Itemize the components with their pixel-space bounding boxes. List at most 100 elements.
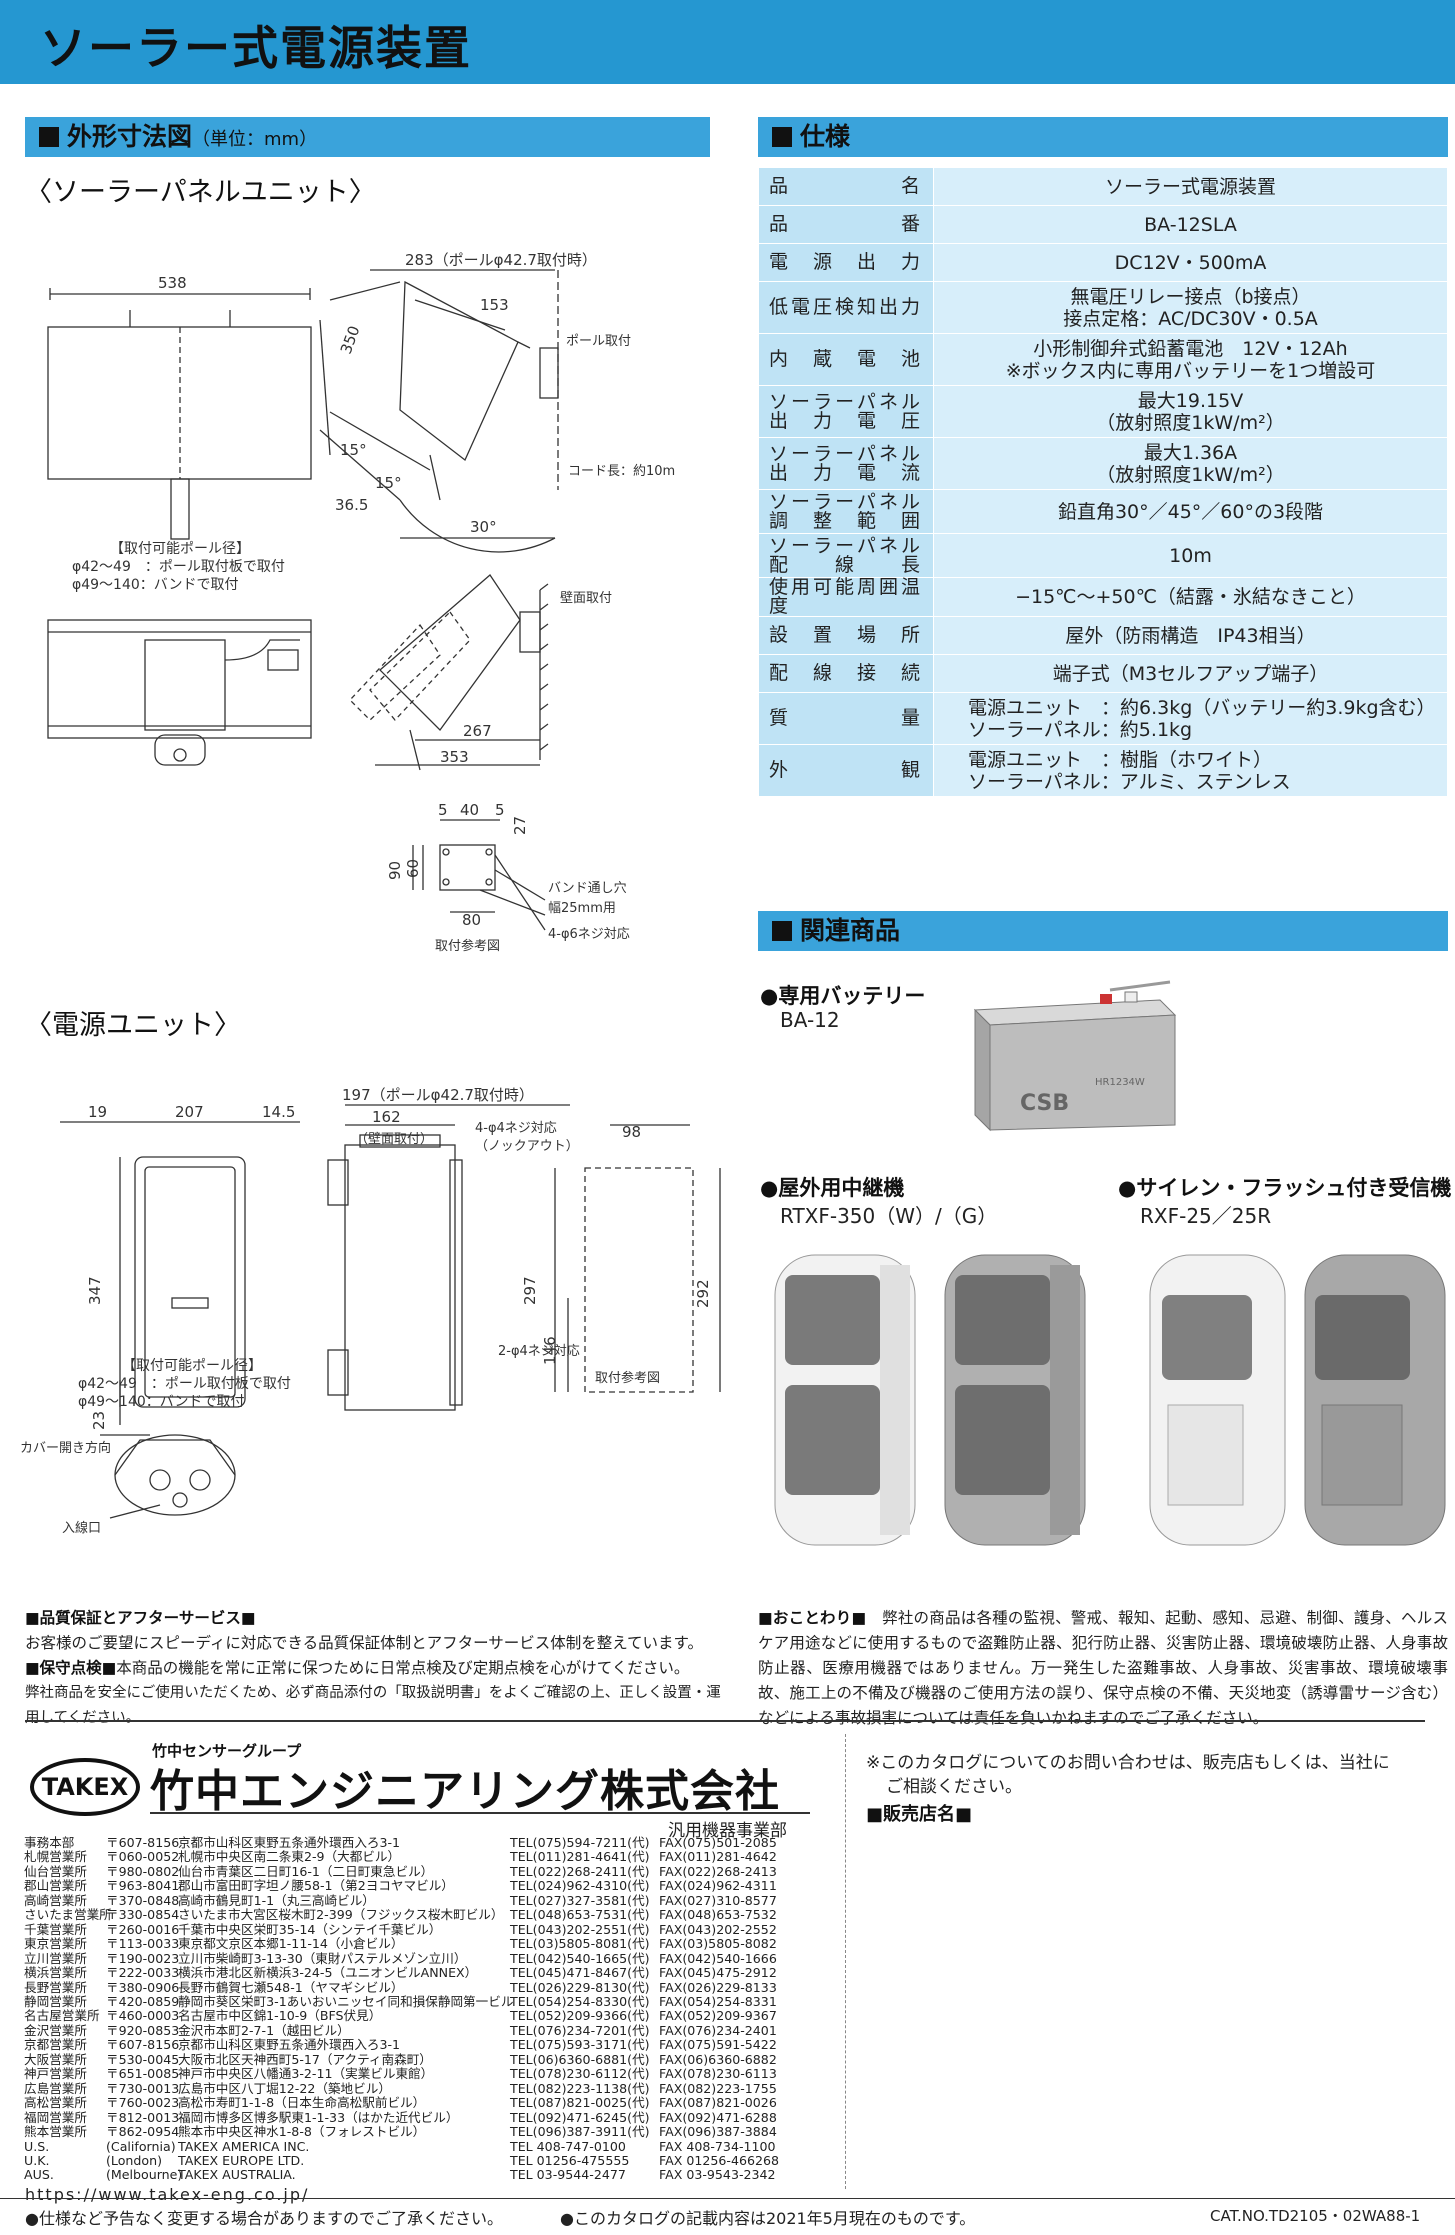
spec-key: 電源出力 — [758, 243, 934, 282]
branch-cell: 高崎市鶴見町1-1（丸三高崎ビル） — [178, 1892, 375, 1908]
branch-cell: FAX(076)234-2401 — [659, 2022, 777, 2038]
spec-key: ソーラーパネル出力電流 — [758, 437, 934, 490]
branch-cell: 高松市寿町1-1-8（日本生命高松駅前ビル） — [178, 2095, 426, 2111]
branch-cell: 千葉市中央区栄町35-14（シンテイ千葉ビル） — [178, 1921, 442, 1937]
related-header: 関連商品 — [758, 911, 1448, 951]
spec-value: 電源ユニット ：樹脂（ホワイト）ソーラーパネル：アルミ、ステンレス — [933, 744, 1448, 797]
spec-row: 配線接続端子式（M3セルフアップ端子） — [758, 654, 1448, 693]
branch-cell: 広島営業所 — [24, 2080, 87, 2096]
inquiry-line2: ご相談ください。 — [886, 1777, 1022, 1797]
branch-cell: TEL(011)281-4641(代) — [510, 1849, 650, 1865]
dim-207: 207 — [175, 1103, 204, 1121]
company-url[interactable]: https://www.takex-eng.co.jp/ — [25, 2185, 310, 2204]
power-unit-heading: 〈電源ユニット〉 — [25, 1010, 241, 1041]
spec-row: 品 名ソーラー式電源装置 — [758, 167, 1448, 206]
dim-153: 153 — [480, 296, 509, 314]
spec-key: 低電圧検知出力 — [758, 281, 934, 334]
spec-value: 最大19.15V（放射照度1kW/m²） — [933, 385, 1448, 438]
spec-key: ソーラーパネル出力電圧 — [758, 385, 934, 438]
branch-cell: 〒920-0853 — [106, 2022, 180, 2038]
spec-key: 設置場所 — [758, 616, 934, 655]
spec-key: 配線接続 — [758, 654, 934, 693]
spec-value-line: （放射照度1kW/m²） — [1096, 463, 1285, 486]
dim-b80: 80 — [462, 911, 481, 929]
dim-162: 162 — [372, 1108, 401, 1126]
branch-cell: 郡山営業所 — [24, 1878, 87, 1894]
branch-cell: 京都営業所 — [24, 2037, 87, 2053]
dim-292: 292 — [694, 1279, 712, 1308]
branch-cell: TEL(043)202-2551(代) — [510, 1921, 650, 1937]
branch-cell: FAX(03)5805-8082 — [659, 1936, 777, 1952]
solar-pole-line1: φ42～49 ：ポール取付板で取付 — [72, 559, 285, 575]
spec-row: 品 番 BA-12SLA — [758, 205, 1448, 244]
wall-label: （壁面取付） — [355, 1132, 433, 1147]
branch-cell: 札幌営業所 — [24, 1849, 87, 1865]
power-unit-drawing: 19 207 14.5 347 23 197（ポールφ42.7取付時） 162 … — [20, 1086, 721, 1536]
spec-value-line: 屋外（防雨構造 IP43相当） — [1065, 624, 1316, 647]
branch-cell: 熊本市中央区神水1-8-8（フォレストビル） — [178, 2124, 426, 2140]
branch-cell: 長野市鶴賀七瀬548-1（ヤマギシビル） — [178, 1979, 404, 1995]
branch-cell: 神戸営業所 — [24, 2066, 87, 2082]
screw2-label: 2-φ4ネジ対応 — [498, 1344, 580, 1359]
branch-cell: 〒060-0052 — [106, 1849, 180, 1865]
spec-row: 内蔵電池小形制御弁式鉛蓄電池 12V・12Ah※ボックス内に専用バッテリーを1つ… — [758, 333, 1448, 386]
spec-key: 品 番 — [758, 205, 934, 244]
branch-cell: TEL(045)471-8467(代) — [510, 1965, 650, 1981]
branch-cell: 〒420-0859 — [106, 1993, 180, 2009]
branch-row: U.S.(California)TAKEX AMERICA INC.TEL 40… — [24, 2138, 819, 2154]
knock-label1: 4-φ4ネジ対応 — [475, 1121, 557, 1136]
dim-15a: 15° — [340, 441, 367, 459]
square-icon — [772, 921, 792, 941]
footer-divider — [0, 2198, 1455, 2199]
branch-cell: 大阪営業所 — [24, 2051, 87, 2067]
dim-23: 23 — [90, 1411, 108, 1430]
branch-cell: TEL 03-9544-2477 — [510, 2167, 626, 2183]
branch-cell: 〒113-0033 — [106, 1936, 180, 1952]
branch-cell: さいたま市大宮区桜木町2-399（フジックス桜木町ビル） — [178, 1907, 504, 1923]
dim-350: 350 — [337, 323, 364, 356]
footer-mid: ●このカタログの記載内容は2021年5月現在のものです。 — [560, 2209, 976, 2228]
branch-cell: FAX 408-734-1100 — [659, 2138, 776, 2154]
title-bar: ソーラー式電源装置 — [0, 0, 1455, 84]
spec-key: 内蔵電池 — [758, 333, 934, 386]
spec-value-line: DC12V・500mA — [1114, 251, 1267, 274]
branch-cell: 〒330-0854 — [106, 1907, 180, 1923]
power-pole-line2: φ49～140：バンドで取付 — [78, 1394, 245, 1410]
branch-cell: 〒760-0023 — [106, 2095, 180, 2111]
branch-cell: 〒370-0848 — [106, 1892, 180, 1908]
spec-value-line: 最大1.36A — [1143, 441, 1238, 464]
dim-283: 283（ポールφ42.7取付時） — [405, 251, 597, 269]
spec-value: 電源ユニット ：約6.3kg（バッテリー約3.9kg含む）ソーラーパネル：約5.… — [933, 692, 1448, 745]
spec-value: 屋外（防雨構造 IP43相当） — [933, 616, 1448, 655]
cord-label: コード長：約10m — [568, 464, 675, 479]
spec-value-line: BA-12SLA — [1144, 213, 1237, 236]
spec-value: −15℃～+50℃（結露・氷結なきこと） — [933, 577, 1448, 617]
dimensions-header: 外形寸法図（単位：mm） — [25, 117, 710, 157]
spec-value-line: 最大19.15V — [1137, 389, 1244, 412]
spec-row: 使用可能周囲温度−15℃～+50℃（結露・氷結なきこと） — [758, 577, 1448, 617]
spec-value-line: 電源ユニット ：樹脂（ホワイト） — [968, 748, 1273, 771]
branch-cell: 〒607-8156 — [106, 1835, 180, 1850]
relay-name: ●屋外用中継機 — [760, 1176, 905, 1200]
spec-value: 無電圧リレー接点（b接点）接点定格：AC/DC30V・0.5A — [933, 281, 1448, 334]
branch-cell: 立川市柴崎町3-13-30（東財パステルメゾン立川） — [178, 1950, 467, 1966]
branch-cell: U.S. — [24, 2138, 50, 2154]
branch-cell: FAX(052)209-9367 — [659, 2008, 777, 2024]
branch-cell: FAX(027)310-8577 — [659, 1892, 777, 1908]
spec-row: 電源出力 DC12V・500mA — [758, 243, 1448, 282]
branch-cell: 静岡市葵区栄町3-1あいおいニッセイ同和損保静岡第一ビル — [178, 1993, 514, 2009]
branch-cell: TEL(042)540-1665(代) — [510, 1950, 650, 1966]
spec-row: 質 量電源ユニット ：約6.3kg（バッテリー約3.9kg含む）ソーラーパネル：… — [758, 692, 1448, 745]
branch-cell: TAKEX AUSTRALIA. — [178, 2167, 296, 2183]
pole-mount-label: ポール取付 — [566, 334, 631, 349]
branch-cell: 仙台営業所 — [24, 1863, 87, 1879]
branch-cell: TEL(048)653-7531(代) — [510, 1907, 650, 1923]
spec-value-line: 小形制御弁式鉛蓄電池 12V・12Ah — [1033, 337, 1348, 360]
division: 汎用機器事業部 — [668, 1821, 787, 1841]
power-pole-line1: φ42～49 ：ポール取付板で取付 — [78, 1376, 291, 1392]
battery-name: ●専用バッテリー — [760, 984, 926, 1008]
